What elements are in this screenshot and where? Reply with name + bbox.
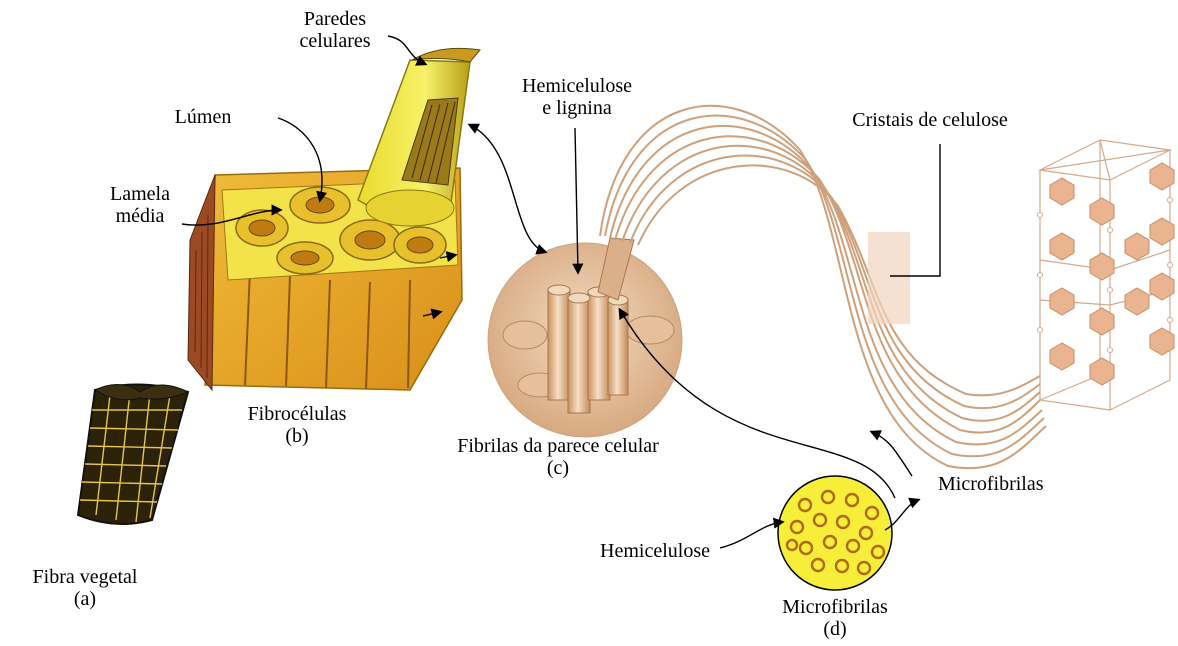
label-middle-lamella: Lamela média: [95, 183, 185, 227]
label-cell-walls: Paredes celulares: [280, 8, 390, 52]
plant-fiber-illustration: [78, 384, 188, 524]
label-lumen: Lúmen: [158, 106, 248, 128]
crystal-region: [868, 232, 910, 324]
cellulose-crystal-lattice: [1038, 140, 1175, 410]
label-hemicellulose: Hemicelulose: [540, 540, 710, 562]
label-microfibrils-right: Microfibrilas: [938, 473, 1088, 495]
microfibril-cross-section: [778, 476, 892, 590]
label-hemicellulose-lignin: Hemicelulose e lignina: [512, 75, 642, 119]
label-microfibrils-d: Microfibrilas (d): [735, 596, 935, 640]
label-cell-wall-fibrils: Fibrilas da parece celular (c): [408, 435, 708, 479]
label-cellulose-crystals: Cristais de celulose: [815, 109, 1045, 131]
cell-wall-fibrils-illustration: [488, 238, 682, 437]
microfibril-strands: [600, 106, 1046, 468]
label-fiber-cells: Fibrocélulas (b): [222, 403, 372, 447]
label-plant-fiber: Fibra vegetal (a): [5, 566, 165, 610]
